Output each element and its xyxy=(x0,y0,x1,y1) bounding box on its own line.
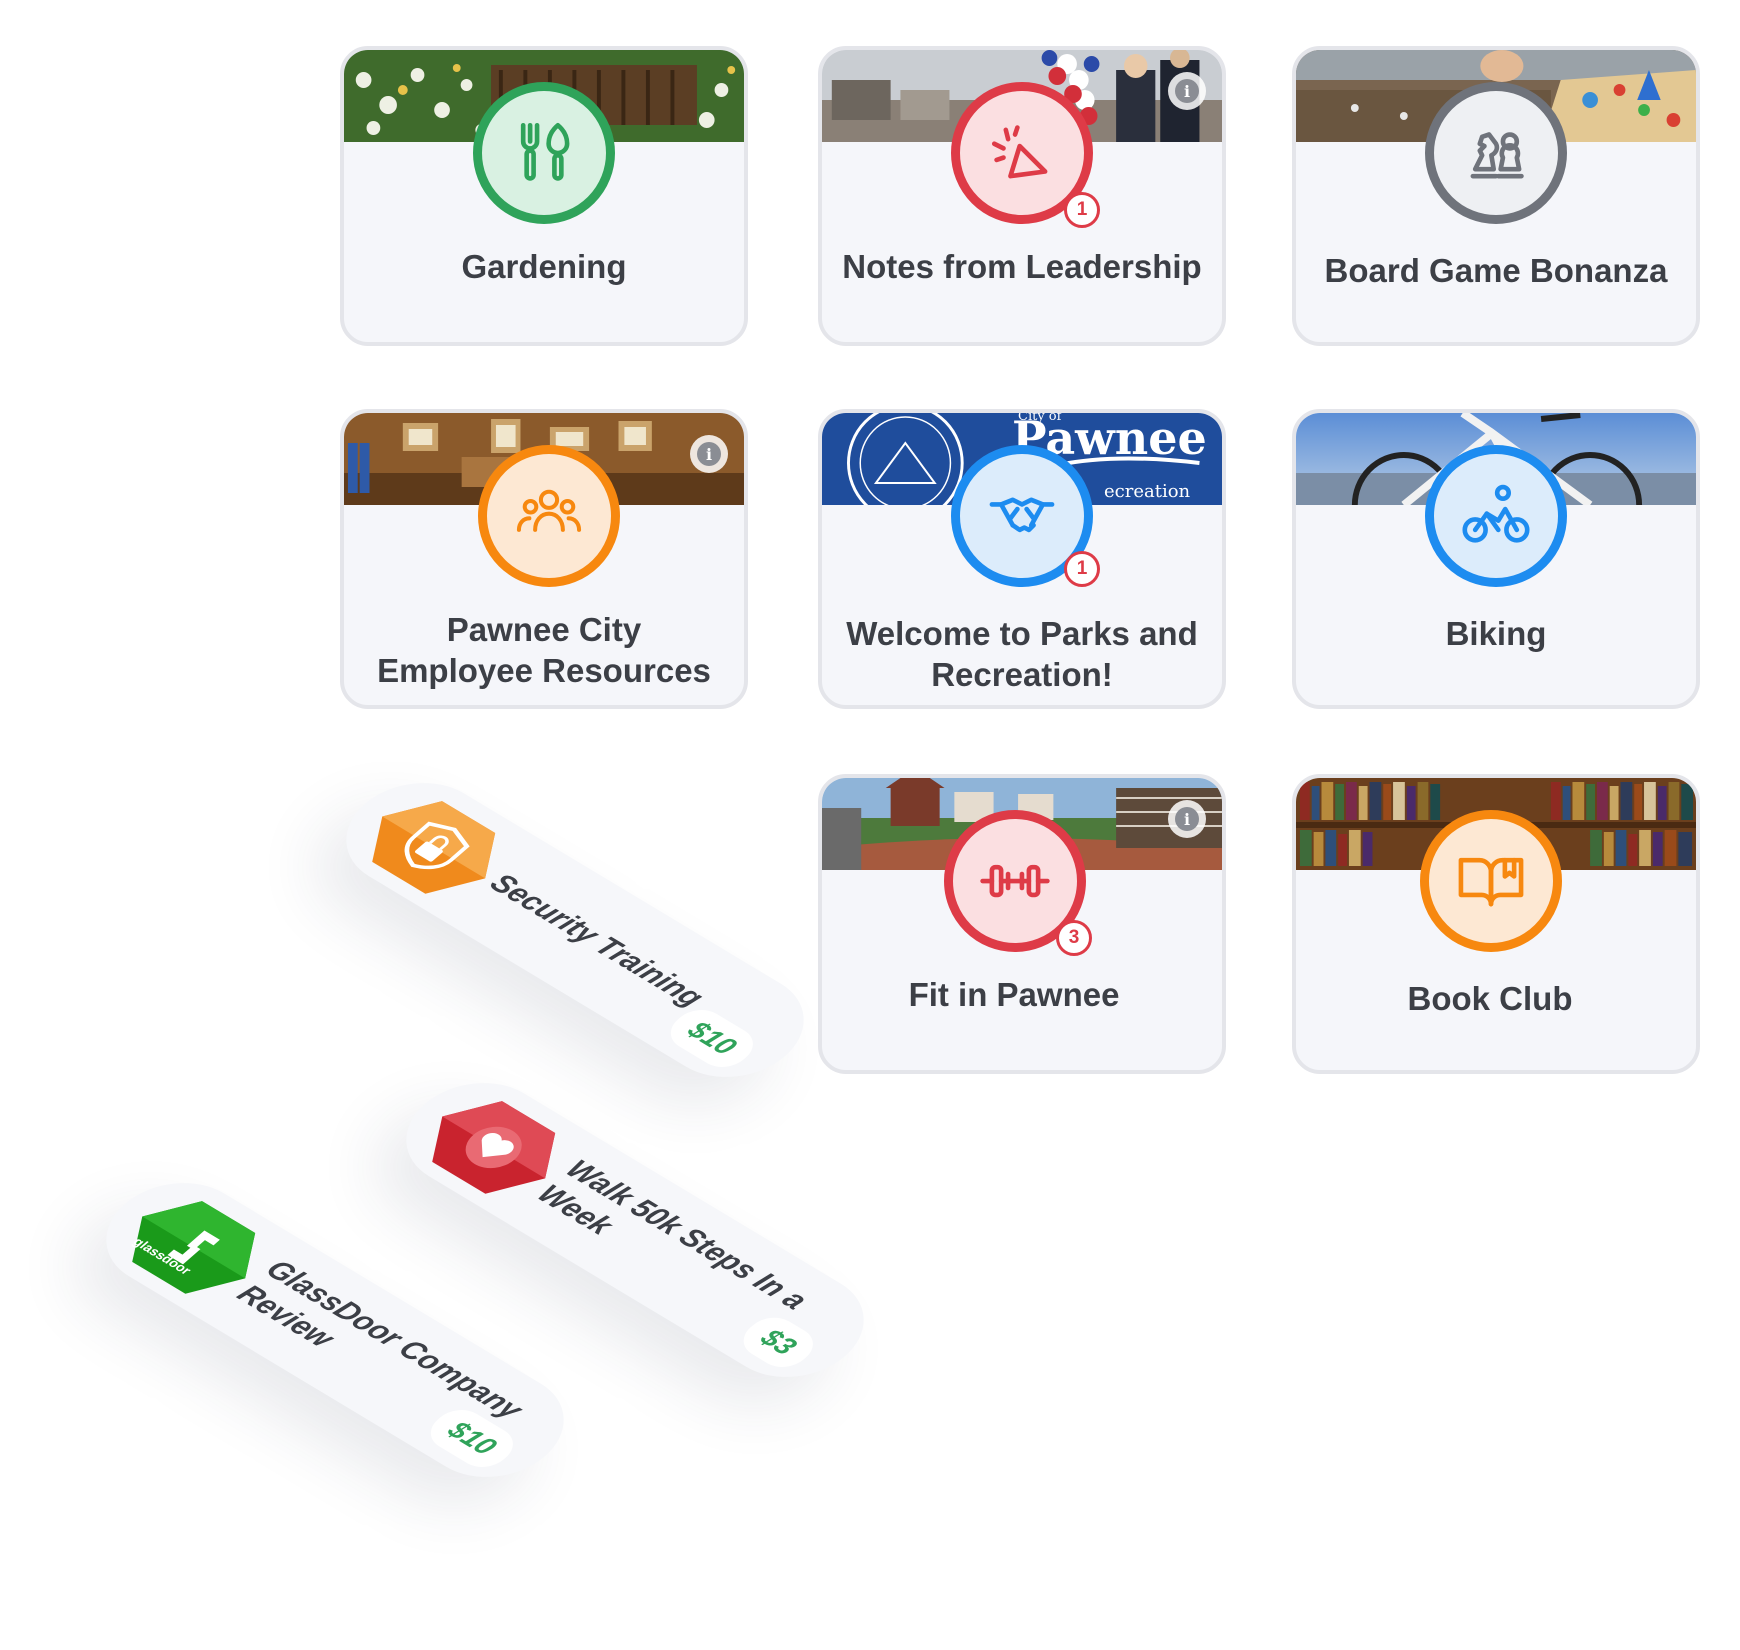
garden-tools-icon xyxy=(520,122,570,181)
book-icon xyxy=(1458,857,1524,907)
card-biking[interactable]: Biking xyxy=(1292,409,1700,709)
notification-badge: 1 xyxy=(1064,551,1100,587)
reward-walk-50k-steps[interactable]: Walk 50k Steps In a Week $3 xyxy=(377,1062,893,1398)
reward-security-training[interactable]: Security Training $10 xyxy=(317,762,833,1098)
card-title: Notes from Leadership xyxy=(842,248,1202,285)
book-club-icon-circle xyxy=(1420,810,1562,952)
card-board-game-bonanza[interactable]: Board Game Bonanza xyxy=(1292,46,1700,346)
board-game-icon-circle xyxy=(1425,82,1567,224)
notification-badge: 1 xyxy=(1064,192,1100,228)
info-icon[interactable]: i xyxy=(1168,800,1206,838)
heart-icon xyxy=(432,1101,556,1194)
dumbbell-icon xyxy=(980,864,1050,898)
reward-glassdoor-company-review[interactable]: glassdoor GlassDoor Company Review $10 xyxy=(77,1162,593,1498)
card-pawnee-city-employee-resources[interactable]: i Pawnee City Employee Resources xyxy=(340,409,748,709)
card-fit-in-pawnee[interactable]: i 3 Fit in Pawnee xyxy=(818,774,1226,1074)
employee-resources-icon-circle xyxy=(478,445,620,587)
bicycle-icon xyxy=(1462,484,1530,543)
biking-icon-circle xyxy=(1425,445,1567,587)
card-title: Pawnee City Employee Resources xyxy=(377,611,711,689)
shield-lock-icon xyxy=(372,801,496,894)
notification-badge: 3 xyxy=(1056,920,1092,956)
handshake-icon xyxy=(989,497,1055,533)
card-notes-from-leadership[interactable]: i 1 Notes from Leadership xyxy=(818,46,1226,346)
people-icon xyxy=(516,489,582,532)
banner-subtitle-text: ecreation xyxy=(1104,481,1191,502)
banner-small-text: City of xyxy=(1018,413,1062,424)
card-title: Board Game Bonanza xyxy=(1324,252,1668,289)
info-icon[interactable]: i xyxy=(690,435,728,473)
chess-icon xyxy=(1470,132,1524,179)
card-title: Welcome to Parks and Recreation! xyxy=(846,615,1198,693)
glassdoor-logo-icon xyxy=(132,1201,256,1294)
megaphone-icon xyxy=(991,125,1048,179)
card-title: Fit in Pawnee xyxy=(908,976,1120,1013)
info-icon[interactable]: i xyxy=(1168,72,1206,110)
card-title: Gardening xyxy=(461,248,627,285)
gardening-banner-image xyxy=(344,50,744,142)
card-gardening[interactable]: Gardening xyxy=(340,46,748,346)
card-title: Book Club xyxy=(1407,980,1573,1017)
gardening-icon-circle xyxy=(473,82,615,224)
fit-in-pawnee-banner-image xyxy=(822,778,1222,870)
card-welcome-to-parks-and-recreation[interactable]: City of Pawnee ecreation 1 Welcome to Pa… xyxy=(818,409,1226,709)
card-title: Biking xyxy=(1445,615,1547,652)
card-book-club[interactable]: Book Club xyxy=(1292,774,1700,1074)
